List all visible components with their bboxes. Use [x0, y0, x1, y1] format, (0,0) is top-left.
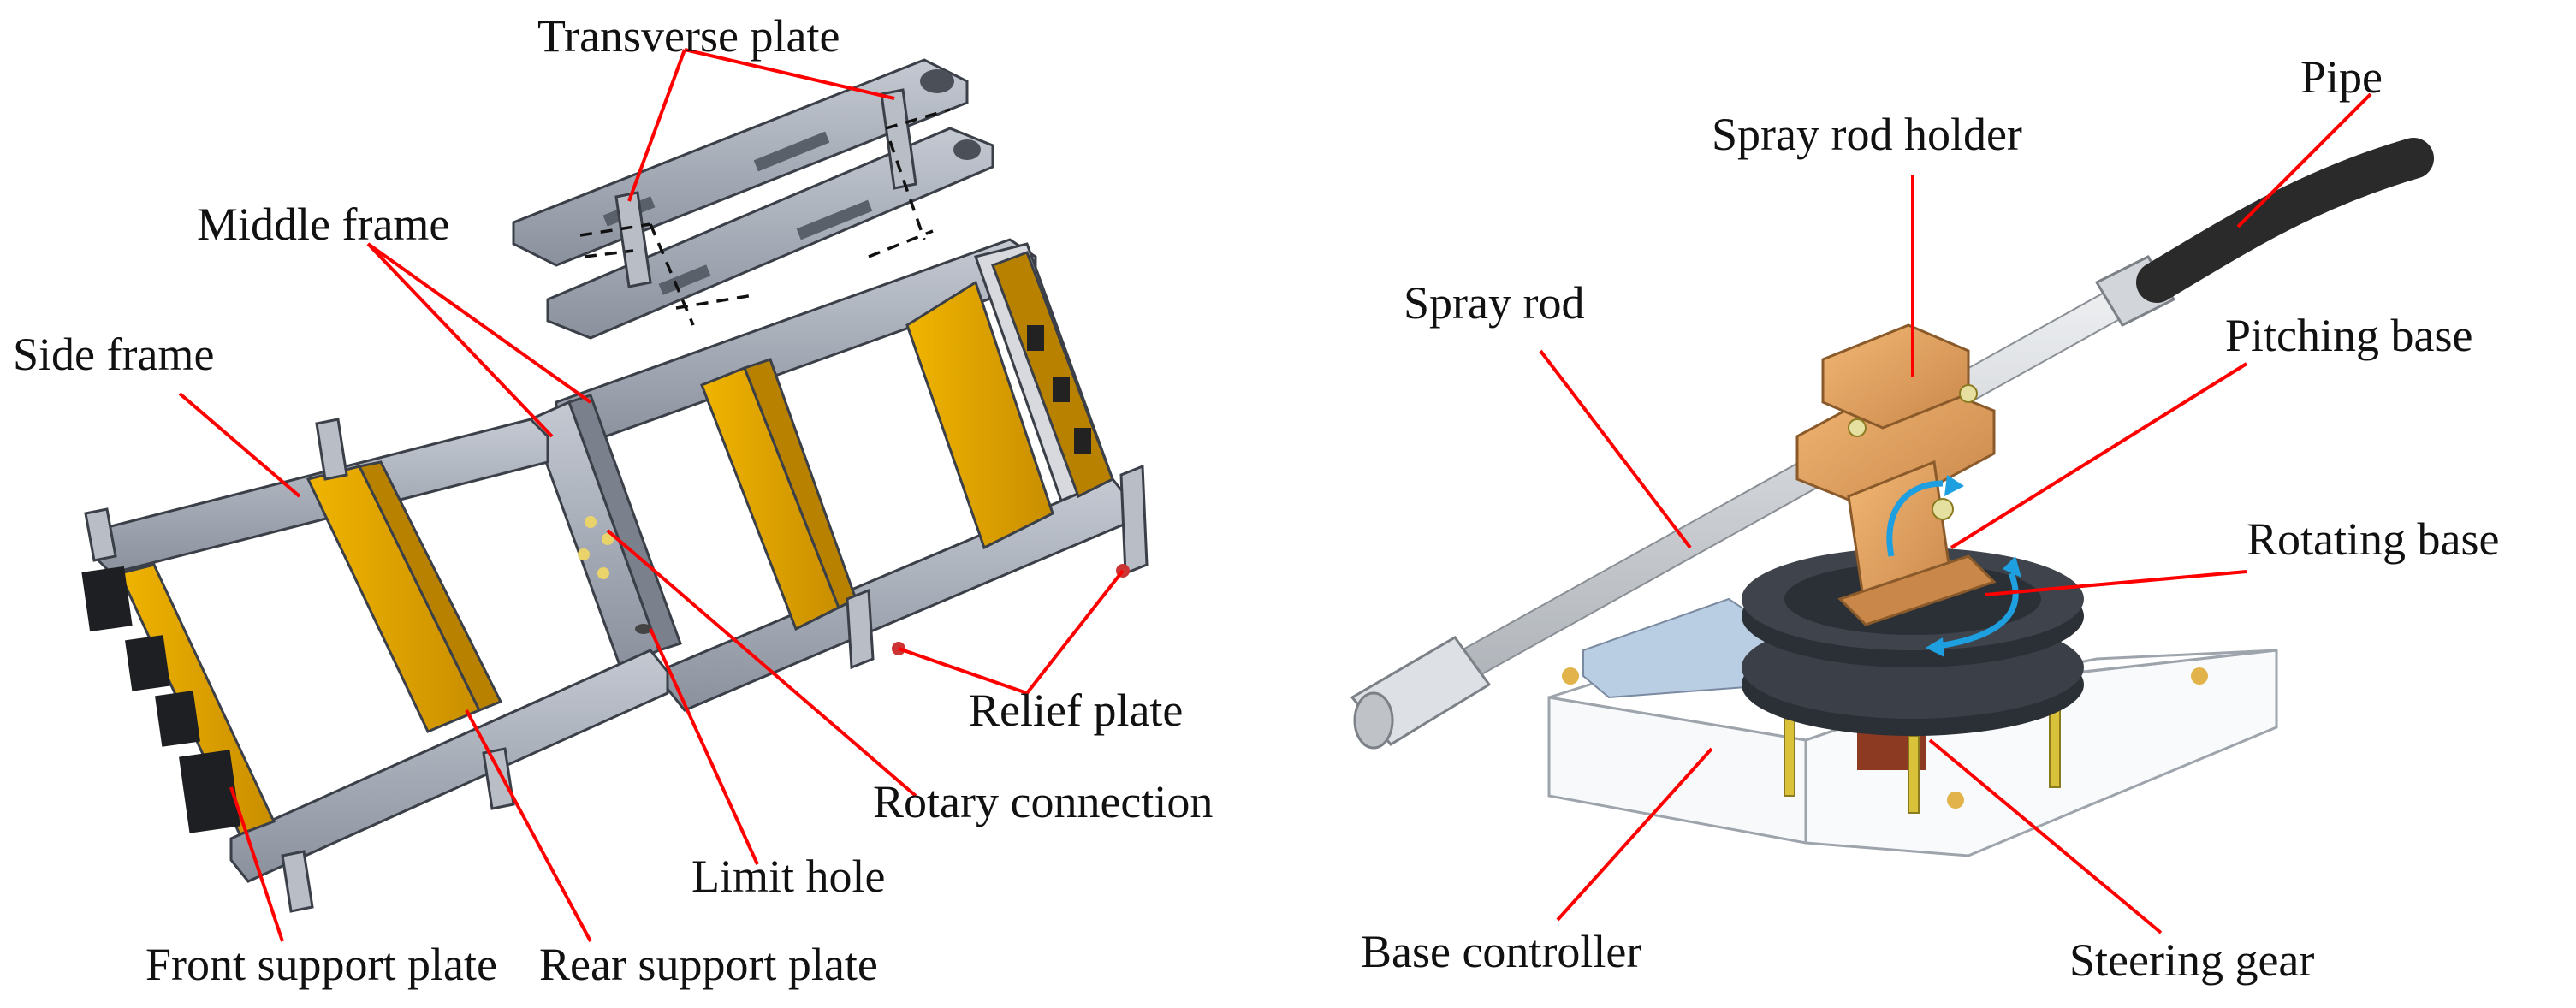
right-labels: Pipe Spray rod holder Spray rod Pitching… — [1361, 51, 2499, 986]
left-assembly: Transverse plate Middle frame Side frame… — [13, 10, 1213, 990]
right-leader-lines — [1539, 92, 2372, 934]
right-frame-illustration — [555, 238, 1149, 712]
pipe-illustration — [2136, 138, 2434, 303]
label-transverse-plate: Transverse plate — [537, 10, 840, 62]
label-rotary-connection: Rotary connection — [873, 776, 1213, 827]
label-pipe: Pipe — [2300, 51, 2383, 103]
transverse-plate-dashed-guides — [579, 108, 951, 326]
left-leader-lines — [178, 48, 1125, 942]
rotation-arrows — [1886, 475, 2021, 657]
spray-rod-holder-illustration — [1795, 323, 1997, 626]
label-front-support-plate: Front support plate — [145, 939, 497, 990]
left-labels: Transverse plate Middle frame Side frame… — [13, 10, 1213, 990]
left-frame-illustration — [81, 418, 669, 913]
label-relief-plate: Relief plate — [969, 685, 1183, 736]
label-rear-support-plate: Rear support plate — [539, 939, 878, 990]
label-side-frame: Side frame — [13, 329, 214, 380]
right-assembly: Pipe Spray rod holder Spray rod Pitching… — [1350, 51, 2499, 986]
label-limit-hole: Limit hole — [691, 851, 885, 902]
middle-frame-illustration — [529, 394, 682, 670]
label-rotating-base: Rotating base — [2247, 513, 2499, 565]
label-spray-rod: Spray rod — [1404, 277, 1584, 329]
label-base-controller: Base controller — [1361, 926, 1641, 977]
label-pitching-base: Pitching base — [2225, 310, 2472, 361]
label-middle-frame: Middle frame — [197, 199, 449, 250]
label-spray-rod-holder: Spray rod holder — [1712, 109, 2022, 160]
label-steering-gear: Steering gear — [2069, 934, 2314, 986]
